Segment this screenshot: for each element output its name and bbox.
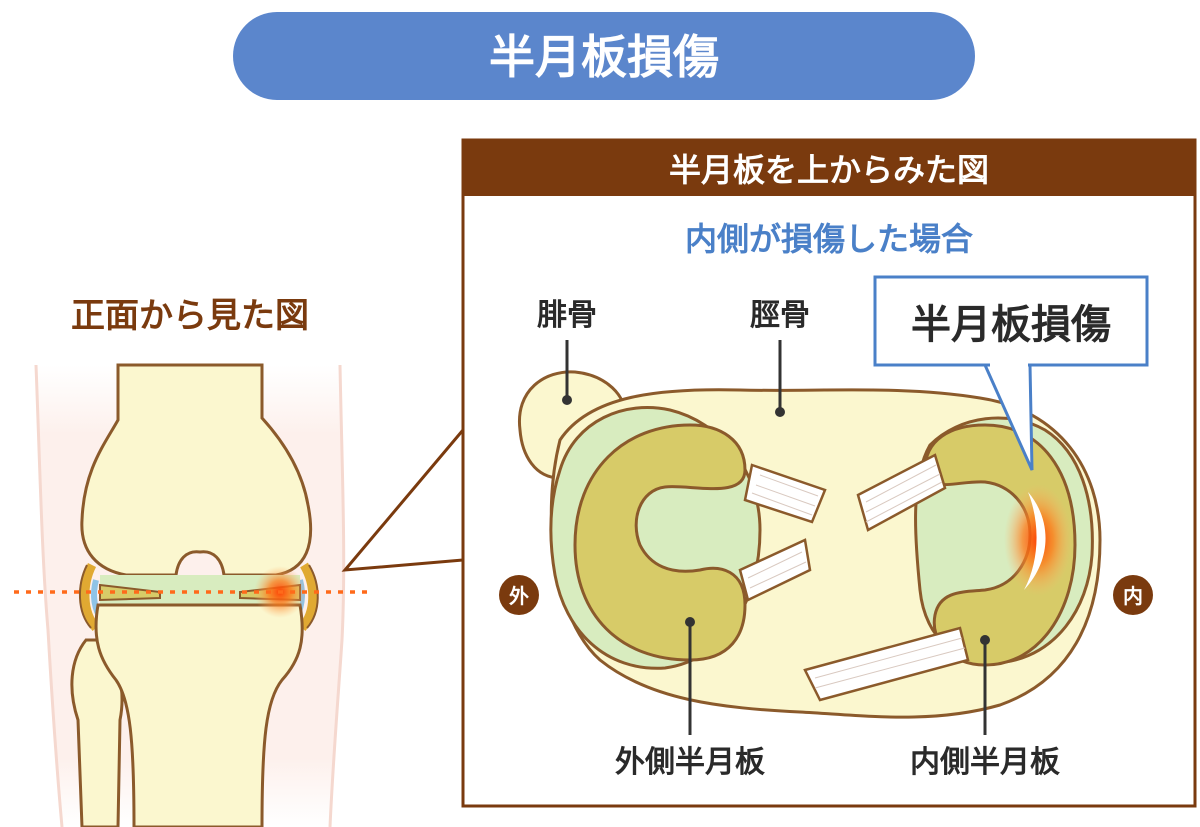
page-title: 半月板損傷: [489, 30, 719, 84]
top-view-panel: 半月板を上からみた図 内側が損傷した場合: [461, 138, 1197, 808]
front-view: 正面から見た図: [14, 296, 372, 827]
zoom-pointer: [341, 429, 465, 572]
label-tibia: 脛骨: [750, 298, 810, 333]
meniscus-tear: [1024, 492, 1046, 590]
femur-bone: [80, 363, 313, 577]
tibia-bone: [94, 603, 304, 827]
ligament-fibers: [747, 464, 966, 689]
outer-badge-label: 外: [509, 584, 529, 608]
front-view-heading: 正面から見た図: [71, 296, 309, 336]
top-view-header: [463, 140, 1195, 196]
inner-badge-label: 内: [1123, 584, 1143, 608]
callout-text: 半月板損傷: [911, 302, 1111, 348]
title-pill: [233, 12, 975, 100]
injury-callout: 半月板損傷: [873, 275, 1149, 471]
front-lateral-meniscus: [99, 583, 161, 602]
label-fibula: 腓骨: [537, 298, 597, 333]
top-lateral-meniscus: [573, 423, 747, 662]
top-view-heading: 半月板を上からみた図: [669, 151, 989, 189]
outer-badge: [499, 575, 539, 615]
label-medial-meniscus: 内側半月板: [910, 745, 1060, 780]
inner-badge: [1113, 575, 1153, 615]
top-view-subheading: 内側が損傷した場合: [685, 220, 973, 258]
label-lateral-meniscus: 外側半月板: [615, 745, 765, 780]
title-banner: 半月板損傷: [233, 12, 975, 100]
